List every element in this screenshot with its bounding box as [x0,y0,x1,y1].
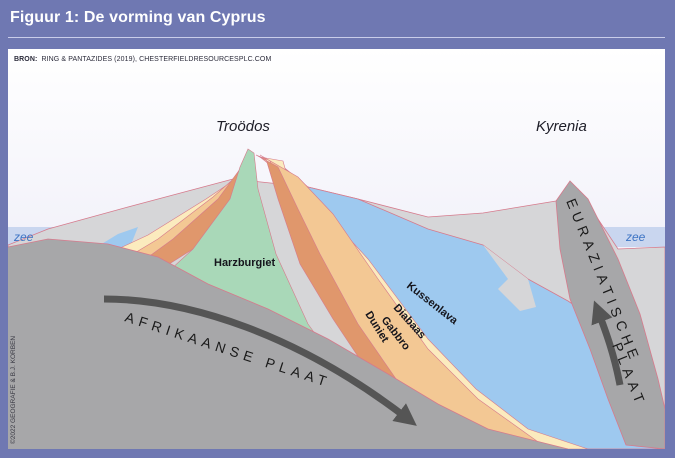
source-text: RING & PANTAZIDES (2019), CHESTERFIELDRE… [41,56,272,63]
kyrenia-label: Kyrenia [536,118,587,135]
harzburgiet-label: Harzburgiet [214,257,275,269]
cross-section-diagram: Troödos Kyrenia zee zee Harzburgiet Kuss… [8,49,665,449]
source-line: BRON:RING & PANTAZIDES (2019), CHESTERFI… [14,56,271,63]
african-plate-arrow [103,295,417,426]
sea-right-label: zee [625,230,646,244]
african-plate-edge [8,238,569,449]
figure-title: Figuur 1: De vorming van Cyprus [10,9,266,26]
sea-left-label: zee [13,230,34,244]
title-divider [8,37,665,38]
troodos-label: Troödos [216,118,270,135]
diagram-panel: Troödos Kyrenia zee zee Harzburgiet Kuss… [8,49,665,449]
source-label: BRON: [14,56,38,63]
eurasian-plate-arrow [591,300,624,386]
seabed-notch [483,245,536,311]
copyright-credit: ©2022 GEOGRAFIE & B.J. KORBEN [10,335,17,444]
